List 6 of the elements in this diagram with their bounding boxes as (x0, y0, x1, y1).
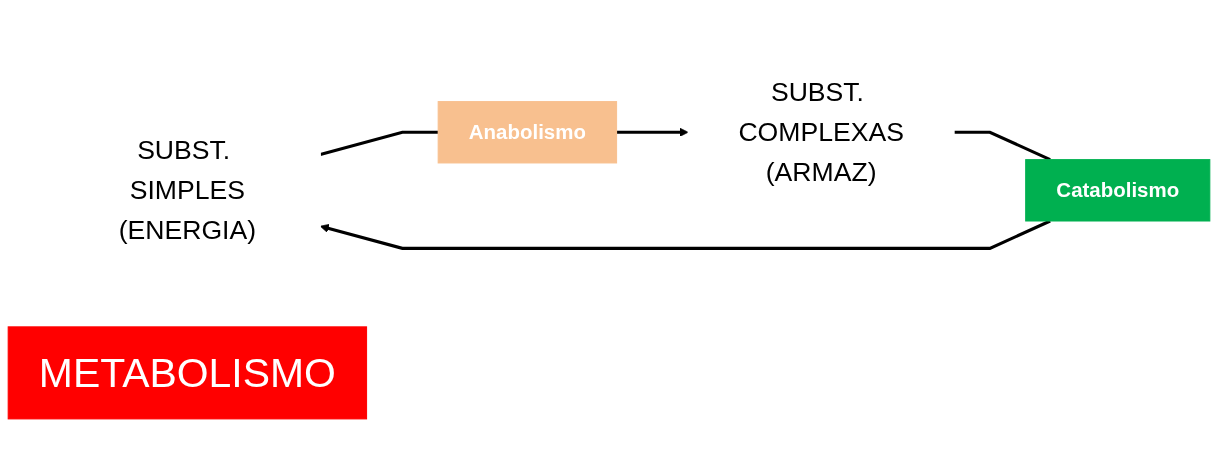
node-box: METABOLISMO (7, 326, 368, 420)
node-text: SUBST. COMPLEXAS (ARMAZ) (738, 76, 904, 187)
node-text: SUBST. SIMPLES (ENERGIA) (118, 134, 257, 246)
node-box: Anabolismo (437, 101, 618, 164)
arrow (616, 127, 689, 137)
node-box: Catabolismo (1025, 159, 1211, 222)
